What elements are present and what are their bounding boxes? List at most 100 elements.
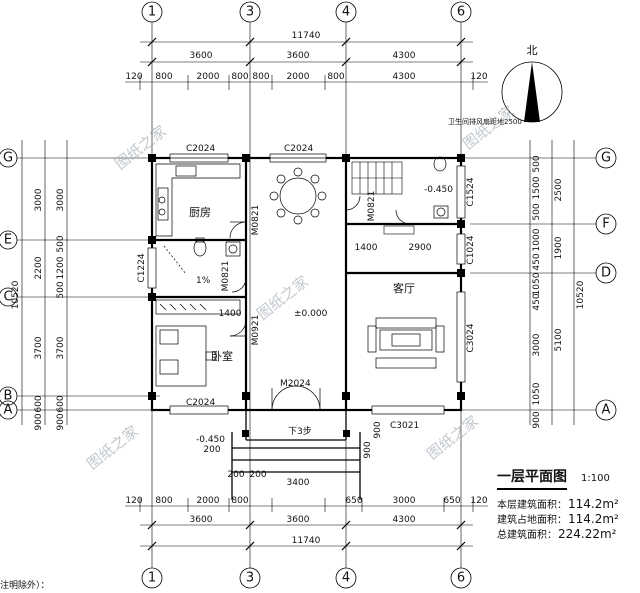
north-arrow bbox=[501, 61, 563, 123]
dim-misc-2: 2900 bbox=[409, 243, 432, 253]
window-c2024-2: C2024 bbox=[284, 144, 313, 154]
dim-left-inner-1: 3000 bbox=[56, 188, 66, 211]
area-total-value: 224.22m² bbox=[558, 527, 617, 541]
watermark-2: 图纸之家 bbox=[459, 102, 517, 153]
axis-6-bottom: 6 bbox=[457, 571, 465, 586]
dim-top-detail-3: 2000 bbox=[197, 72, 220, 82]
dim-left-inner-2: 500 bbox=[56, 235, 66, 252]
dim-bottom-span-2: 3600 bbox=[287, 515, 310, 525]
dim-right-inner-6: 1050 bbox=[532, 272, 542, 295]
axis-C-left: C bbox=[3, 290, 12, 305]
dim-right-total: 10520 bbox=[576, 280, 586, 309]
area-footprint-value: 114.2m² bbox=[568, 512, 619, 526]
area-row-total: 总建筑面积： 224.22m² bbox=[497, 526, 637, 541]
dim-bottom-detail-2: 800 bbox=[155, 496, 172, 506]
plan-title: 一层平面图 bbox=[497, 469, 567, 485]
axis-A-right: A bbox=[602, 403, 611, 418]
axis-G-right: G bbox=[601, 151, 611, 166]
area-row-floor: 本层建筑面积： 114.2m² bbox=[497, 496, 637, 511]
room-bedroom: 卧室 bbox=[211, 349, 233, 363]
door-m2024: M2024 bbox=[280, 379, 311, 389]
axis-4-top: 4 bbox=[342, 5, 350, 20]
dim-left-total: 10520 bbox=[11, 280, 21, 309]
dim-top-detail-6: 2000 bbox=[287, 72, 310, 82]
dim-top-detail-7: 800 bbox=[327, 72, 344, 82]
dim-left-outer-3: 3700 bbox=[34, 336, 44, 359]
title-underline bbox=[497, 488, 567, 490]
dim-top-span-3: 4300 bbox=[393, 51, 416, 61]
dim-right-inner-3: 500 bbox=[532, 203, 542, 220]
watermark-5: 图纸之家 bbox=[423, 412, 481, 463]
dim-misc-7: 900 bbox=[373, 421, 383, 438]
dim-bottom-detail-7: 650 bbox=[443, 496, 460, 506]
dim-top-span-1: 3600 bbox=[190, 51, 213, 61]
axis-F-right: F bbox=[602, 217, 609, 232]
dim-right-inner-10: 900 bbox=[532, 411, 542, 428]
footnote: 注明除外）： bbox=[0, 581, 50, 591]
dim-left-inner-8: 600 bbox=[56, 395, 66, 412]
dim-right-inner-7: 450 bbox=[532, 293, 542, 310]
door-m0821-2: M0821 bbox=[221, 261, 231, 292]
dim-top-detail-5: 800 bbox=[252, 72, 269, 82]
area-floor-label: 本层建筑面积： bbox=[497, 500, 567, 511]
dim-bottom-detail-3: 2000 bbox=[197, 496, 220, 506]
dim-top-detail-9: 120 bbox=[470, 72, 487, 82]
dim-misc-3: 1400 bbox=[219, 309, 242, 319]
window-c2024-1: C2024 bbox=[186, 144, 215, 154]
area-info-panel: 一层平面图 1:100 本层建筑面积： 114.2m² 建筑占地面积： 114.… bbox=[497, 466, 637, 541]
window-c2024-3: C2024 bbox=[186, 398, 215, 408]
dim-right-mid-1: 2500 bbox=[554, 178, 564, 201]
dim-right-inner-4: 1000 bbox=[532, 228, 542, 251]
axis-4-bottom: 4 bbox=[342, 571, 350, 586]
dim-right-inner-2: 1500 bbox=[532, 176, 542, 199]
north-label: 北 bbox=[527, 44, 538, 57]
window-c1024: C1024 bbox=[466, 235, 476, 264]
dim-left-inner-6: 600 bbox=[34, 395, 44, 412]
dim-left-inner-4: 500 bbox=[56, 281, 66, 298]
dim-right-inner-5: 450 bbox=[532, 253, 542, 270]
dim-top-span-2: 3600 bbox=[287, 51, 310, 61]
dim-entry-width: 3400 bbox=[287, 478, 310, 488]
dim-left-inner-3: 1200 bbox=[56, 256, 66, 279]
axis-3-bottom: 3 bbox=[246, 571, 254, 586]
area-floor-value: 114.2m² bbox=[568, 497, 619, 511]
plan-scale: 1:100 bbox=[581, 473, 610, 484]
axis-G-left: G bbox=[3, 151, 13, 166]
door-m0821-1: M0821 bbox=[251, 205, 261, 236]
dim-left-inner-7: 900 bbox=[34, 413, 44, 430]
dim-bottom-total: 11740 bbox=[292, 536, 321, 546]
axis-6-top: 6 bbox=[457, 5, 465, 20]
vent-note: 卫生间排风扇距地2500 bbox=[448, 117, 522, 126]
window-c3024: C3024 bbox=[466, 323, 476, 352]
dim-misc-4: 200 bbox=[227, 470, 244, 480]
dim-top-detail-8: 4300 bbox=[393, 72, 416, 82]
dim-left-outer-2: 2200 bbox=[34, 256, 44, 279]
dim-top-detail-1: 120 bbox=[125, 72, 142, 82]
steps-label: 下3步 bbox=[288, 426, 312, 437]
door-m0821-3: M0821 bbox=[367, 191, 377, 222]
level-minus-045-a: -0.450 bbox=[424, 185, 453, 195]
dim-bottom-detail-6: 3000 bbox=[393, 496, 416, 506]
axis-D-right: D bbox=[601, 266, 611, 281]
dim-left-inner-9: 900 bbox=[56, 413, 66, 430]
axis-1-bottom: 1 bbox=[148, 571, 156, 586]
area-total-label: 总建筑面积： bbox=[497, 530, 557, 541]
door-m0921: M0921 bbox=[251, 315, 261, 346]
dim-right-inner-8: 3000 bbox=[532, 333, 542, 356]
axis-E-left: E bbox=[4, 233, 12, 248]
dim-left-outer-1: 3000 bbox=[34, 188, 44, 211]
dim-bottom-span-3: 4300 bbox=[393, 515, 416, 525]
dim-right-inner-9: 1050 bbox=[532, 382, 542, 405]
dim-left-inner-5: 3700 bbox=[56, 336, 66, 359]
dim-right-inner-1: 500 bbox=[532, 155, 542, 172]
area-footprint-label: 建筑占地面积： bbox=[497, 515, 567, 526]
dim-right-mid-3: 5100 bbox=[554, 328, 564, 351]
axis-1-top: 1 bbox=[148, 5, 156, 20]
dim-misc-8: 900 bbox=[363, 441, 373, 458]
axis-A-left: A bbox=[4, 403, 13, 418]
dim-right-mid-2: 1900 bbox=[554, 236, 564, 259]
area-row-footprint: 建筑占地面积： 114.2m² bbox=[497, 511, 637, 526]
dim-misc-6: 200 bbox=[203, 445, 220, 455]
axis-B-left: B bbox=[4, 389, 13, 404]
